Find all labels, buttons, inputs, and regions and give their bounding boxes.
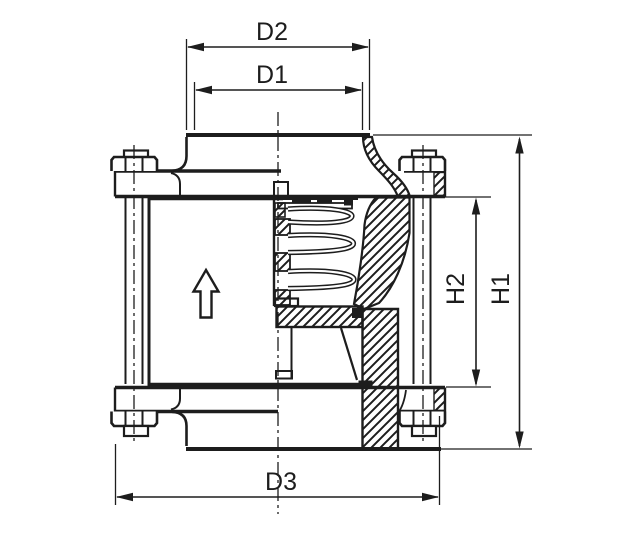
bolt-bottom-left (110, 411, 159, 438)
arrowhead (345, 85, 362, 95)
center-lines (133, 112, 424, 514)
hub-step (170, 388, 181, 411)
guide-plate-hub (274, 202, 286, 218)
sectioned-body-regions (275, 135, 446, 450)
dimension-d2: D2 (185, 18, 371, 130)
arrowhead (471, 197, 481, 215)
neck-left-wall (171, 137, 188, 173)
dimension-d3: D3 (114, 416, 441, 505)
seat-plate-section (275, 305, 364, 329)
neck-left-wall (171, 410, 188, 446)
arrowhead (352, 42, 369, 52)
seal-ring (344, 197, 353, 206)
arrowhead (422, 492, 439, 502)
seal-ring (352, 308, 363, 318)
guide-plate-slot (317, 198, 332, 203)
arrowhead (515, 431, 524, 449)
dimension-label-d1: D1 (256, 61, 288, 89)
stem-boss (273, 181, 289, 198)
dimension-label-h2: H2 (442, 273, 470, 305)
arrowhead (195, 85, 212, 95)
hub-step (170, 172, 181, 195)
diffuser-cone-section (352, 196, 411, 311)
dimension-label-d2: D2 (256, 18, 288, 46)
body-shell (147, 196, 362, 387)
bolt-bottom-right (398, 411, 447, 438)
bolt-top-right (398, 149, 447, 171)
lower-port-wall-section (361, 307, 400, 450)
bottom-flange-washer-section (433, 387, 446, 412)
dimension-label-d3: D3 (265, 468, 297, 496)
dimension-h2: H2 (434, 196, 491, 388)
guide-plate-slot (292, 198, 311, 203)
top-flange-washer-section (433, 171, 446, 197)
arrowhead (116, 492, 133, 502)
inlet-neck (171, 410, 532, 451)
flow-direction-arrow-icon (191, 267, 221, 319)
disc-plate (273, 297, 300, 308)
valve-internals (272, 181, 373, 388)
arrowhead (515, 136, 524, 154)
arrowhead (471, 369, 481, 387)
dimension-label-h1: H1 (487, 273, 515, 305)
compression-spring (287, 205, 357, 292)
stem-guide-cap (275, 370, 293, 380)
arrowhead (187, 42, 204, 52)
flange-bolts (110, 149, 447, 438)
seal-ring (358, 380, 373, 388)
bore-wall (339, 327, 359, 381)
outlet-neck (171, 133, 532, 173)
spring-guide-ring (274, 218, 291, 236)
dimension-d1: D1 (193, 61, 364, 130)
spring-guide-ring (274, 252, 291, 272)
dimension-h1: H1 (487, 136, 524, 449)
